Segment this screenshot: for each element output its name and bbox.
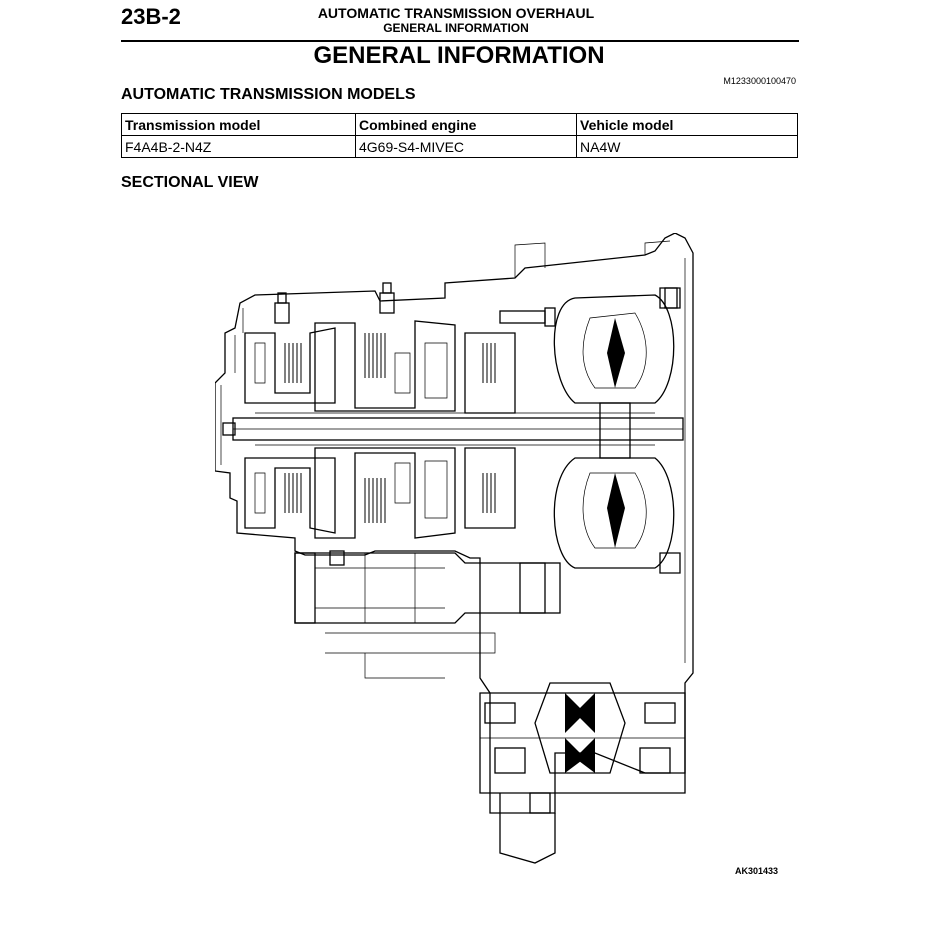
table-cell: NA4W	[576, 135, 798, 158]
sectional-view-heading: SECTIONAL VIEW	[121, 174, 259, 191]
subsection-title: GENERAL INFORMATION	[383, 21, 529, 35]
countershaft	[294, 552, 546, 679]
table-row: F4A4B-2-N4Z 4G69-S4-MIVEC NA4W	[121, 135, 798, 158]
differential	[479, 682, 686, 864]
column-header: Transmission model	[121, 113, 356, 136]
table-cell: F4A4B-2-N4Z	[121, 135, 356, 158]
models-section-heading: AUTOMATIC TRANSMISSION MODELS	[121, 86, 416, 103]
page-title: GENERAL INFORMATION	[313, 42, 605, 69]
figure-code: AK301433	[734, 866, 778, 876]
header-titles: AUTOMATIC TRANSMISSION OVERHAUL GENERAL …	[286, 6, 626, 36]
column-header: Combined engine	[355, 113, 577, 136]
section-title: AUTOMATIC TRANSMISSION OVERHAUL	[317, 5, 595, 21]
table-cell: 4G69-S4-MIVEC	[355, 135, 577, 158]
outer-housing	[215, 233, 694, 814]
page-header: 23B-2 AUTOMATIC TRANSMISSION OVERHAUL GE…	[121, 4, 799, 42]
clutch-packs	[244, 320, 516, 539]
transmission-models-table: Transmission model Combined engine Vehic…	[121, 113, 798, 158]
main-shaft	[222, 412, 684, 446]
document-code: M1233000100470	[723, 76, 796, 86]
transmission-sectional-drawing	[215, 233, 694, 864]
table-header-row: Transmission model Combined engine Vehic…	[121, 113, 798, 136]
column-header: Vehicle model	[576, 113, 798, 136]
torque-converter	[553, 287, 681, 574]
page-number: 23B-2	[121, 4, 181, 29]
